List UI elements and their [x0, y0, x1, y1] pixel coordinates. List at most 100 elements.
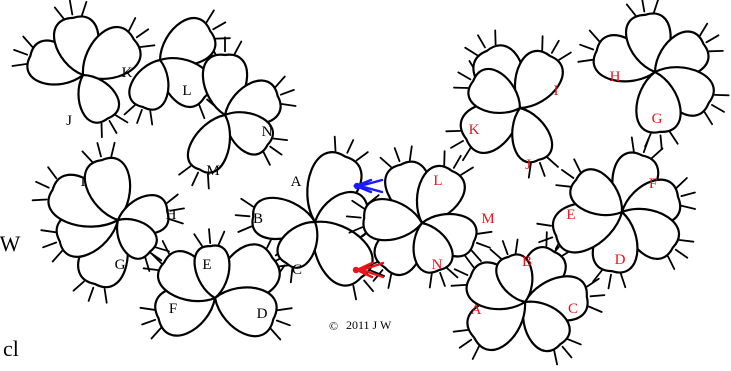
- right-ring-label: E: [566, 207, 575, 223]
- right-picot-6-2: [588, 29, 600, 42]
- right-picot-3-0: [461, 147, 472, 162]
- left-picot-25-0: [81, 150, 93, 163]
- left-picot-10-2: [262, 151, 271, 166]
- left-picot-6-2: [198, 104, 206, 120]
- right-picot-8-0: [699, 22, 709, 37]
- right-picot-12-2: [680, 204, 696, 210]
- right-picot-11-2: [651, 147, 664, 159]
- left-picot-5-1: [212, 21, 227, 31]
- left-picot-10-0: [272, 137, 289, 142]
- right-picot-15-2: [536, 222, 552, 227]
- right-picot-8-1: [705, 34, 720, 44]
- right-ring-label: A: [471, 302, 482, 318]
- right-picot-28-2: [428, 272, 433, 289]
- right-picot-16-2: [573, 158, 582, 173]
- left-picot-20-0: [142, 267, 159, 271]
- right-picot-28-1: [439, 271, 446, 287]
- right-ring-label: D: [615, 252, 626, 268]
- left-ring-label: C: [292, 262, 302, 278]
- right-ring-5: [511, 106, 554, 164]
- left-picot-4-1: [108, 120, 118, 134]
- right-ring-label: B: [522, 254, 532, 270]
- left-picot-27-1: [150, 252, 163, 265]
- right-picot-5-0: [546, 156, 559, 168]
- left-picot-11-2: [178, 165, 192, 176]
- right-picot-14-1: [607, 273, 612, 290]
- left-ring-7: [128, 58, 170, 111]
- left-picot-1-0: [11, 63, 28, 67]
- left-ring-3: [81, 25, 142, 80]
- left-picot-9-2: [280, 103, 297, 107]
- left-picot-1-2: [22, 35, 34, 48]
- left-picot-4-0: [114, 114, 129, 124]
- left-rings: [26, 15, 374, 338]
- left-picot-14-1: [363, 279, 375, 293]
- left-picot-7-2: [123, 104, 136, 116]
- left-picot-25-1: [96, 142, 102, 158]
- right-ring-label: C: [568, 301, 578, 317]
- left-picot-15-1: [234, 214, 251, 218]
- edge-text-line2: cl: [3, 336, 19, 361]
- left-picot-22-0: [103, 287, 108, 304]
- left-ring-label: H: [166, 207, 177, 223]
- copyright-symbol: ©: [329, 319, 338, 333]
- right-picot-19-0: [566, 338, 582, 346]
- right-ring-22: [495, 253, 534, 304]
- right-picot-12-1: [680, 191, 696, 198]
- right-picot-23-0: [379, 156, 392, 168]
- right-ring-label: H: [610, 69, 621, 85]
- left-ring-16: [276, 220, 319, 269]
- right-picot-22-2: [514, 238, 519, 255]
- left-picot-14-0: [370, 269, 386, 277]
- left-picot-15-0: [237, 225, 253, 233]
- right-picot-14-0: [620, 272, 627, 289]
- right-picot-7-1: [641, 0, 646, 13]
- left-picot-18-1: [275, 319, 291, 327]
- right-ring-label: G: [652, 111, 663, 127]
- right-picot-22-1: [501, 240, 509, 256]
- left-ring-label: N: [262, 124, 273, 140]
- left-ring-27: [115, 217, 158, 260]
- left-picot-3-1: [135, 28, 150, 39]
- right-picot-23-2: [408, 145, 413, 162]
- left-picot-23-1: [42, 241, 58, 249]
- right-picot-13-2: [667, 255, 676, 270]
- right-ring-label: N: [432, 257, 443, 273]
- right-ring-26: [362, 198, 424, 242]
- right-picot-20-1: [458, 338, 473, 349]
- join-marker-top: [352, 178, 384, 194]
- right-picot-11-1: [642, 138, 650, 154]
- right-ring-label: F: [649, 176, 657, 192]
- right-rings: [362, 12, 715, 353]
- left-picot-12-0: [333, 135, 337, 152]
- right-picot-21-2: [464, 255, 475, 269]
- left-picot-14-2: [352, 284, 358, 301]
- left-ring-label: J: [66, 113, 72, 129]
- left-picot-9-1: [279, 89, 295, 96]
- right-ring-28: [412, 221, 454, 274]
- left-ring-label: K: [122, 65, 133, 81]
- right-picot-9-1: [711, 104, 725, 113]
- left-picot-15-2: [240, 197, 254, 208]
- right-picot-19-2: [553, 349, 558, 366]
- left-ring-18: [213, 286, 278, 338]
- left-picot-5-0: [205, 9, 215, 24]
- right-picot-2-2: [558, 51, 572, 61]
- left-ring-label: L: [182, 83, 191, 99]
- right-picot-25-0: [387, 273, 393, 289]
- left-picot-26-2: [168, 218, 184, 225]
- left-ring-label: B: [253, 211, 263, 227]
- left-ring-25: [83, 156, 132, 222]
- left-ring-21: [193, 244, 231, 300]
- left-picot-24-0: [31, 198, 48, 202]
- left-picot-1-1: [13, 49, 29, 56]
- left-picot-8-2: [233, 40, 243, 55]
- right-picot-16-1: [561, 168, 575, 179]
- right-picot-28-0: [446, 267, 459, 279]
- right-ring-label: K: [469, 122, 480, 138]
